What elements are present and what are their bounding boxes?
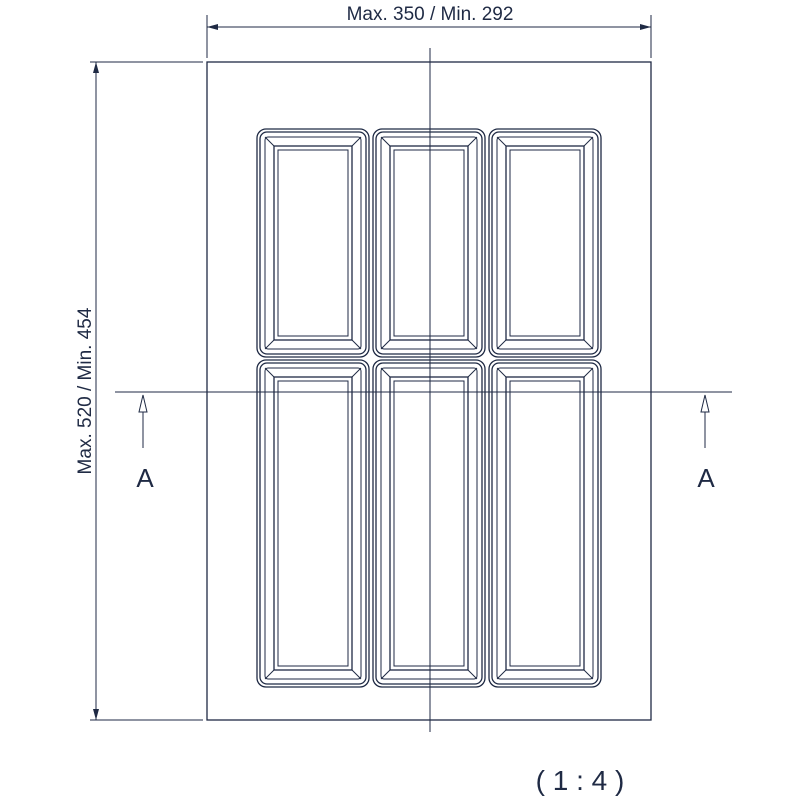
compartment-top-3 [488,128,602,358]
compartment-top-1 [256,128,370,358]
height-dimension: Max. 520 / Min. 454 [75,61,203,721]
compartment-bottom-2 [372,359,486,688]
section-marker-right-label: A [697,463,715,493]
width-dimension-label: Max. 350 / Min. 292 [347,4,514,25]
section-marker-left-label: A [136,463,154,493]
section-marker-left: A [136,394,154,493]
compartment-bottom-1 [256,359,370,688]
compartment-group [256,128,602,688]
width-dimension: Max. 350 / Min. 292 [206,4,652,58]
drawer-insert-outline [206,61,652,721]
scale-label: ( 1 : 4 ) [536,765,625,796]
compartment-top-2 [372,128,486,358]
section-marker-right: A [697,394,715,493]
compartment-bottom-3 [488,359,602,688]
height-dimension-label: Max. 520 / Min. 454 [75,307,96,474]
